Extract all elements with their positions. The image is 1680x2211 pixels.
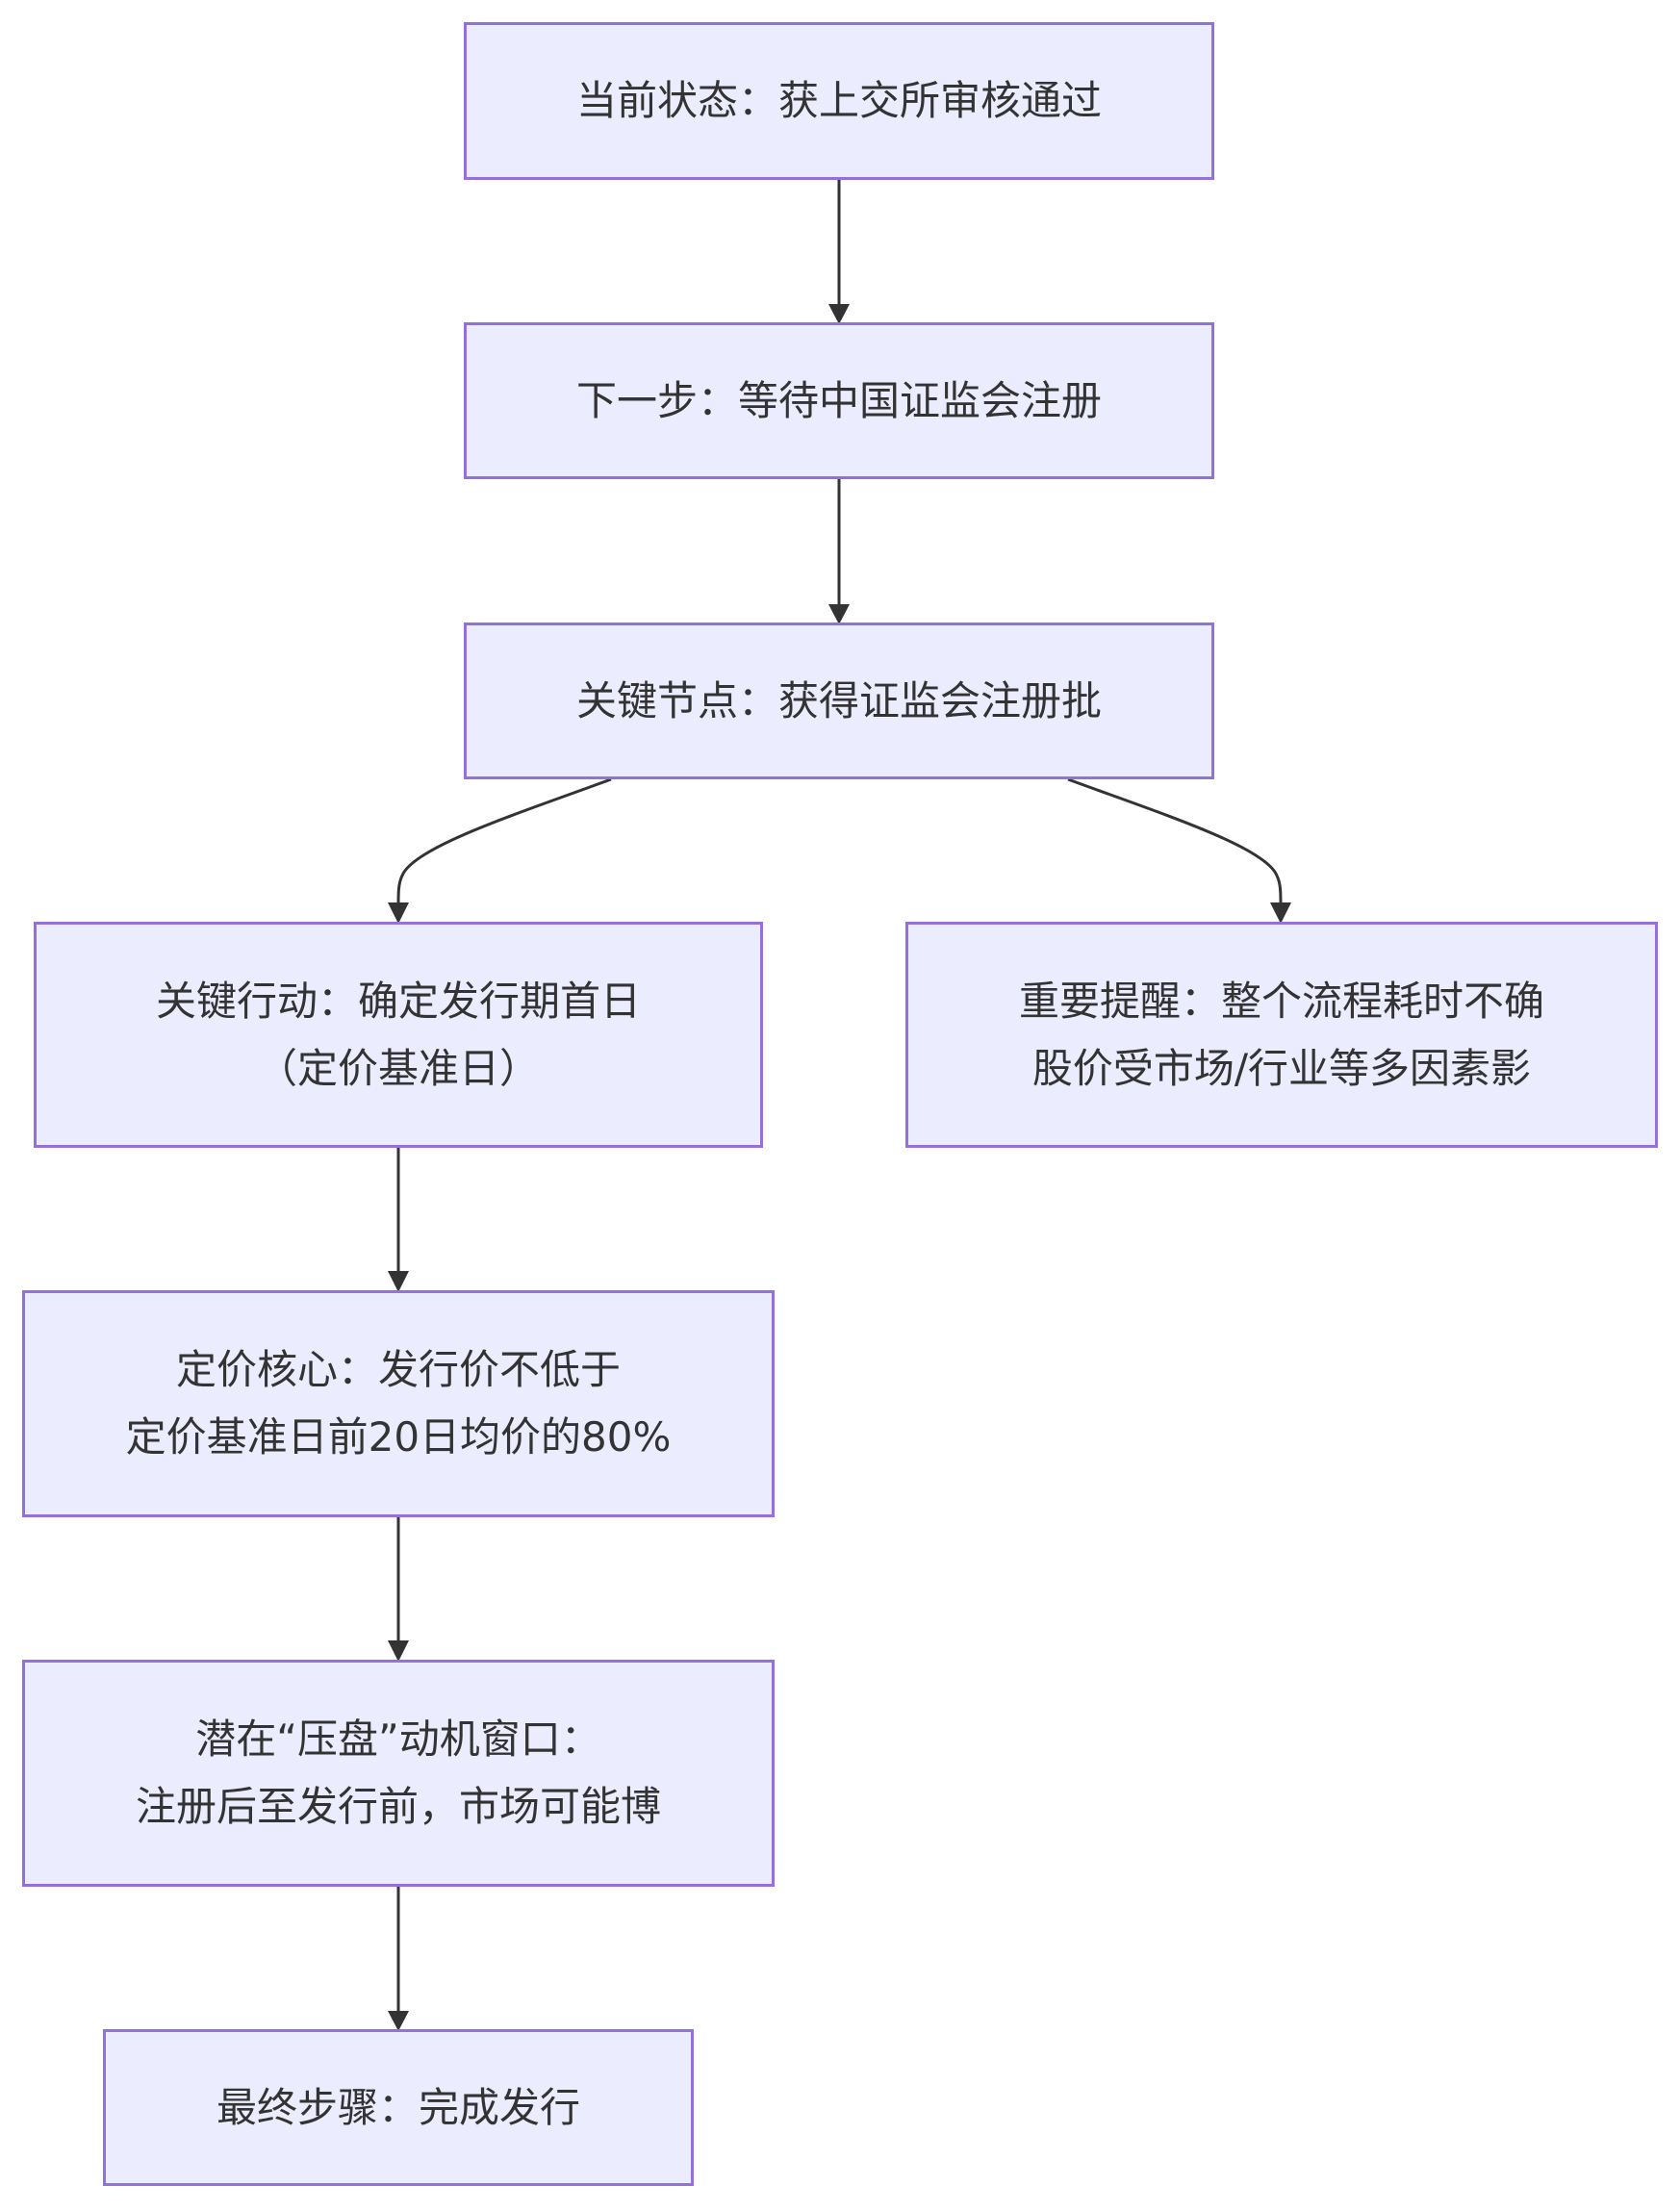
node-key-node-line-1: 关键节点：获得证监会注册批 xyxy=(575,676,1102,724)
arrowhead-next-step xyxy=(828,304,850,324)
node-key-action: 关键行动：确定发行期首日 （定价基准日） xyxy=(34,922,763,1148)
node-potential-window-label: 潜在“压盘”动机窗口： 注册后至发行前，市场可能博 xyxy=(136,1706,661,1841)
edge-key-node-to-key-action xyxy=(396,777,612,905)
node-next-step-line-1: 下一步：等待中国证监会注册 xyxy=(575,376,1102,424)
node-key-action-line-1: 关键行动：确定发行期首日 xyxy=(155,977,641,1025)
node-potential-window: 潜在“压盘”动机窗口： 注册后至发行前，市场可能博 xyxy=(22,1660,775,1887)
arrowhead-pricing-core xyxy=(388,1271,409,1292)
node-final-step-label: 最终步骤：完成发行 xyxy=(216,2074,580,2142)
node-next-step-label: 下一步：等待中国证监会注册 xyxy=(576,368,1102,435)
node-key-node: 关键节点：获得证监会注册批 xyxy=(464,623,1214,779)
node-potential-window-line-1: 潜在“压盘”动机窗口： xyxy=(195,1715,601,1763)
node-final-step-line-1: 最终步骤：完成发行 xyxy=(216,2083,580,2131)
node-important-reminder-line-1: 重要提醒：整个流程耗时不确 xyxy=(1018,977,1544,1025)
node-key-action-label: 关键行动：确定发行期首日 （定价基准日） xyxy=(156,968,641,1103)
arrowhead-key-action xyxy=(388,902,409,924)
node-important-reminder-label: 重要提醒：整个流程耗时不确 股价受市场/行业等多因素影 xyxy=(1019,968,1544,1103)
node-important-reminder-line-2: 股价受市场/行业等多因素影 xyxy=(1031,1044,1532,1092)
node-next-step: 下一步：等待中国证监会注册 xyxy=(464,322,1214,479)
node-pricing-core-label: 定价核心：发行价不低于 定价基准日前20日均价的80% xyxy=(126,1336,672,1471)
node-pricing-core: 定价核心：发行价不低于 定价基准日前20日均价的80% xyxy=(22,1290,775,1517)
arrowhead-key-node xyxy=(828,604,850,624)
node-current-status-label: 当前状态：获上交所审核通过 xyxy=(576,67,1102,135)
arrowhead-reminder xyxy=(1270,902,1291,924)
node-current-status: 当前状态：获上交所审核通过 xyxy=(464,22,1214,180)
node-pricing-core-line-1: 定价核心：发行价不低于 xyxy=(175,1346,621,1393)
node-key-node-label: 关键节点：获得证监会注册批 xyxy=(576,668,1102,735)
edge-key-node-to-reminder xyxy=(1067,777,1283,905)
arrowhead-final-step xyxy=(388,2011,409,2031)
node-important-reminder: 重要提醒：整个流程耗时不确 股价受市场/行业等多因素影 xyxy=(905,922,1658,1148)
node-current-status-line-1: 当前状态：获上交所审核通过 xyxy=(575,77,1102,124)
node-final-step: 最终步骤：完成发行 xyxy=(103,2029,694,2186)
node-pricing-core-line-2: 定价基准日前20日均价的80% xyxy=(125,1413,672,1461)
arrowhead-window xyxy=(388,1640,409,1662)
node-potential-window-line-2: 注册后至发行前，市场可能博 xyxy=(135,1783,661,1830)
node-key-action-line-2: （定价基准日） xyxy=(256,1044,540,1092)
